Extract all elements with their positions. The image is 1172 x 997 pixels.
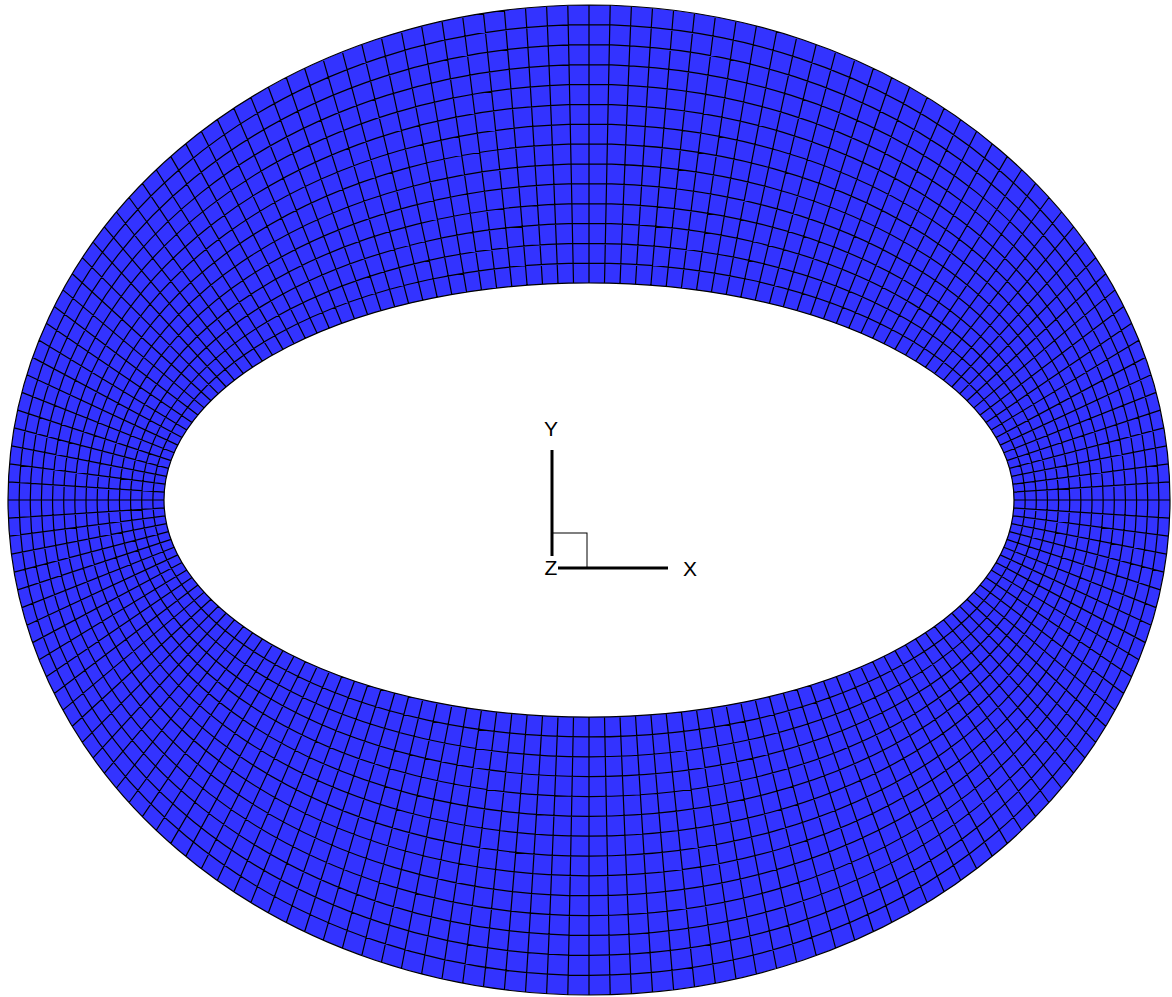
axis-label-box: X [682, 558, 698, 579]
axis-label-box: Y [543, 418, 559, 439]
axis-label: X [682, 557, 698, 580]
axis-label: Z [544, 556, 559, 579]
axis-label-box: Z [544, 557, 559, 578]
axis-triad [552, 450, 668, 568]
axis-label: Y [543, 417, 559, 440]
mesh-lines [8, 5, 1170, 995]
ring-fill [8, 5, 1170, 995]
elliptic-ring-mesh [8, 5, 1170, 995]
